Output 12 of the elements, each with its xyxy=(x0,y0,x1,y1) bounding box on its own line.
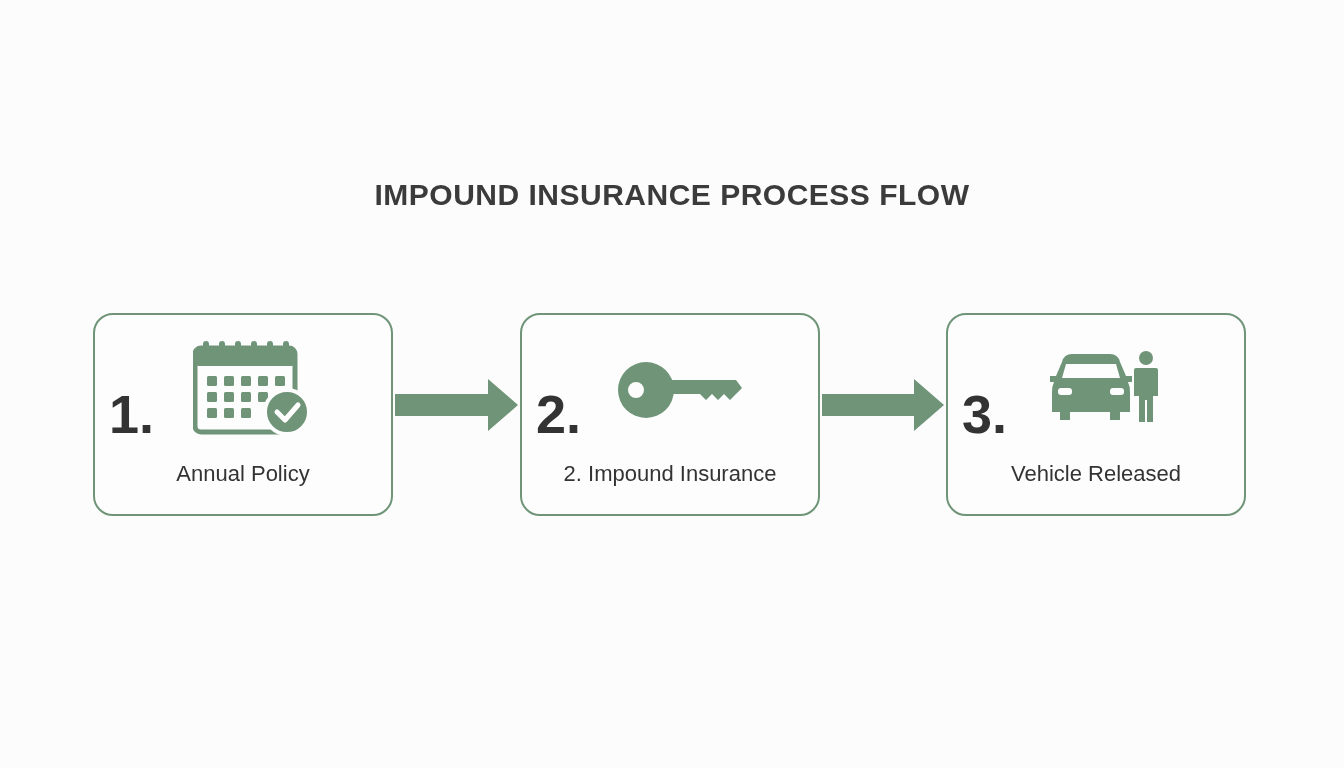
step-number: 3. xyxy=(962,387,1008,441)
step-label: 2. Impound Insurance xyxy=(563,461,777,487)
step-number: 2. xyxy=(536,387,582,441)
arrow xyxy=(395,379,518,431)
step-label: Vehicle Released xyxy=(1011,461,1181,487)
arrow xyxy=(822,379,944,431)
step-label: Annual Policy xyxy=(176,461,310,487)
process-box xyxy=(520,313,820,516)
process-box xyxy=(946,313,1246,516)
step-number: 1. xyxy=(109,387,155,441)
diagram-title: IMPOUND INSURANCE PROCESS FLOW xyxy=(373,178,971,212)
process-box xyxy=(93,313,393,516)
